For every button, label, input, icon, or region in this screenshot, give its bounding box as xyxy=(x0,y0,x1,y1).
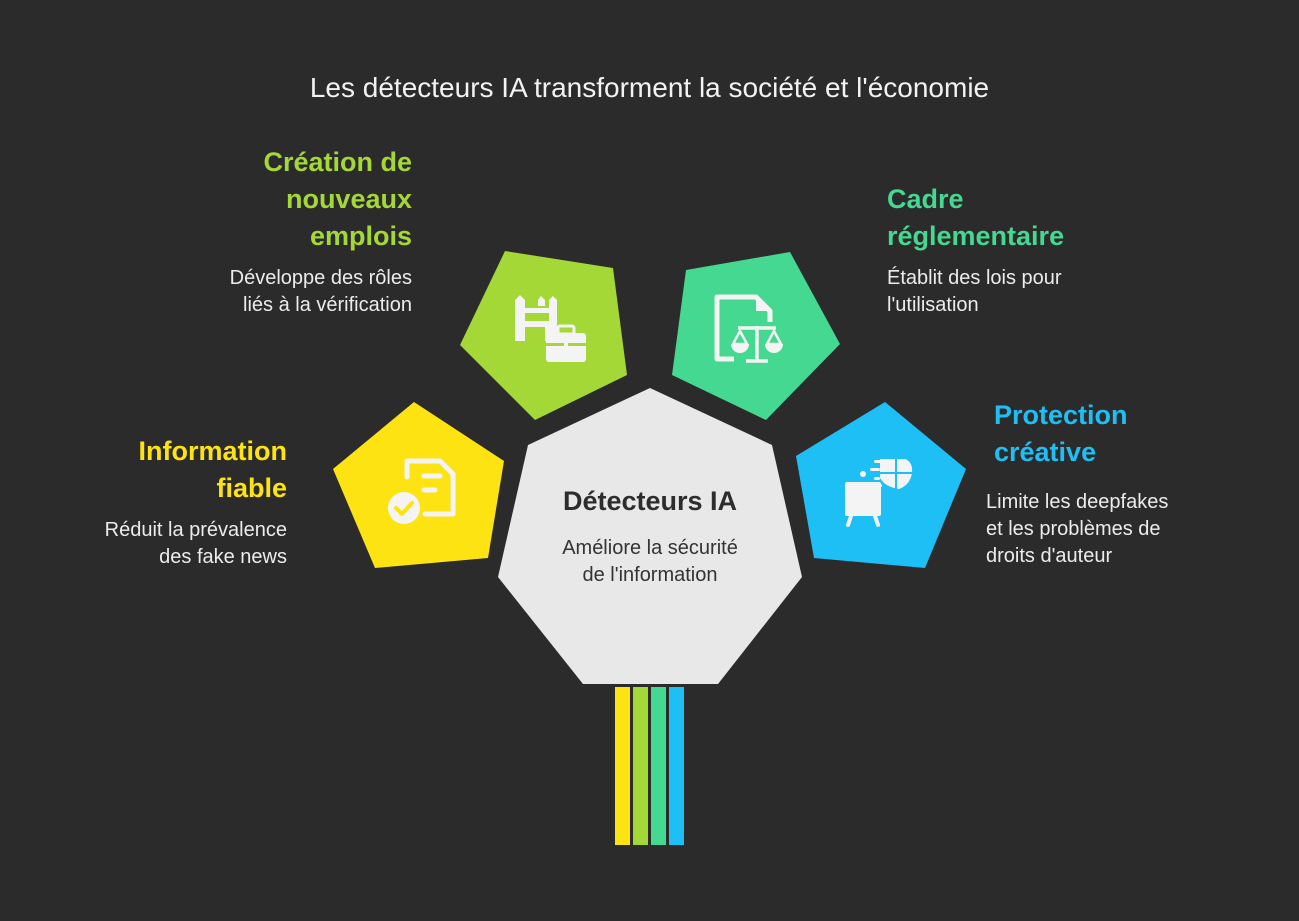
description-line: et les problèmes de xyxy=(986,518,1161,540)
heading-line: Cadre xyxy=(887,184,964,214)
center-description-line1: Améliore la sécurité xyxy=(562,537,738,559)
description-line: des fake news xyxy=(159,546,287,568)
label-heading: Création de nouveaux emplois xyxy=(150,144,412,255)
description-line: Limite les deepfakes xyxy=(986,491,1169,513)
node-protection-creative[interactable] xyxy=(796,402,966,568)
label-description: Réduit la prévalence des fake news xyxy=(40,517,287,571)
pentagon-yellow xyxy=(333,402,504,568)
heading-line: Protection xyxy=(994,400,1128,430)
label-description: Développe des rôles liés à la vérificati… xyxy=(150,265,412,319)
legal-document-scale-icon xyxy=(714,294,784,363)
label-protection-creative: Protection créative Limite les deepfakes… xyxy=(986,397,1246,570)
label-heading: Protection créative xyxy=(986,397,1246,471)
node-cadre-reglementaire[interactable] xyxy=(672,252,840,420)
heading-line: Information xyxy=(138,436,288,466)
stem-bar-yellow xyxy=(615,687,630,845)
stem-bar-lime xyxy=(633,687,648,845)
label-heading: Cadre réglementaire xyxy=(887,181,1167,255)
label-creation-emplois: Création de nouveaux emplois Développe d… xyxy=(150,144,412,319)
node-information-fiable[interactable] xyxy=(333,402,504,568)
heading-line: créative xyxy=(994,437,1097,467)
description-line: l'utilisation xyxy=(887,294,979,316)
center-block: Détecteurs IA Améliore la sécurité de l'… xyxy=(500,486,800,589)
description-line: Réduit la prévalence xyxy=(104,519,287,541)
fence-briefcase-icon xyxy=(515,295,586,362)
heading-line: fiable xyxy=(216,473,287,503)
description-line: liés à la vérification xyxy=(243,294,412,316)
label-description: Établit des lois pour l'utilisation xyxy=(887,265,1167,319)
label-heading: Information fiable xyxy=(40,433,288,507)
center-description: Améliore la sécurité de l'information xyxy=(500,535,800,589)
center-description-line2: de l'information xyxy=(582,564,718,586)
description-line: droits d'auteur xyxy=(986,545,1113,567)
verified-document-icon xyxy=(388,458,456,524)
center-heptagon xyxy=(498,388,802,684)
description-line: Développe des rôles xyxy=(229,267,412,289)
description-line: Établit des lois pour xyxy=(887,267,1062,289)
heading-line: réglementaire xyxy=(887,221,1065,251)
easel-shield-icon xyxy=(845,459,913,527)
pentagon-lime xyxy=(460,251,627,420)
node-creation-emplois[interactable] xyxy=(460,251,627,420)
center-heading: Détecteurs IA xyxy=(562,486,738,516)
stem-bar-blue xyxy=(669,687,684,845)
heading-line: Création de xyxy=(263,147,412,177)
label-information-fiable: Information fiable Réduit la prévalence … xyxy=(40,433,287,571)
stem-bar-green xyxy=(651,687,666,845)
diagram-title: Les détecteurs IA transforment la sociét… xyxy=(309,72,990,103)
heading-line: nouveaux xyxy=(285,184,412,214)
label-cadre-reglementaire: Cadre réglementaire Établit des lois pou… xyxy=(887,181,1167,319)
heading-line: emplois xyxy=(309,221,412,251)
label-description: Limite les deepfakes et les problèmes de… xyxy=(986,489,1246,570)
stem-bars xyxy=(615,687,684,845)
